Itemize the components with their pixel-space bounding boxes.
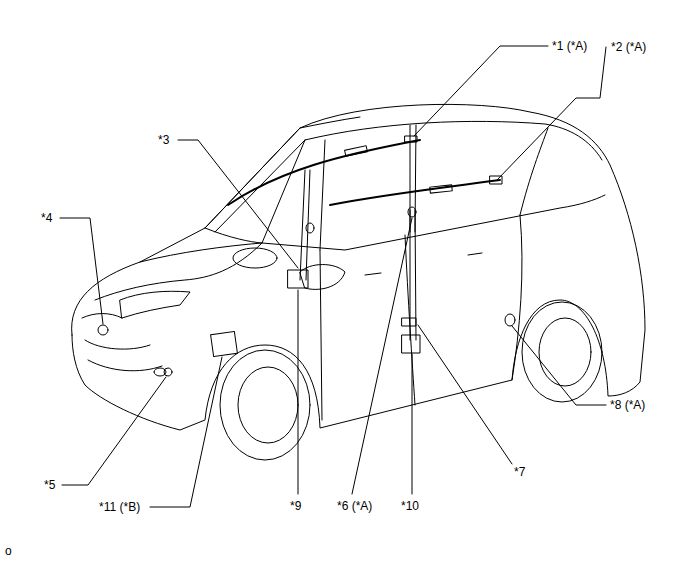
- figure-mark: o: [5, 544, 12, 558]
- callout-number: *2 (*A): [611, 40, 646, 54]
- door-line: [320, 215, 522, 420]
- leader-line: [412, 354, 413, 494]
- leader-lines: [60, 46, 606, 507]
- callout-number: *5: [44, 478, 55, 492]
- callout-number: *1 (*A): [552, 39, 587, 53]
- rear-sensor: [505, 314, 515, 326]
- belt-line: [262, 195, 605, 250]
- door-handle: [365, 253, 482, 275]
- side-sensor: [402, 318, 416, 326]
- seat-belt: [300, 170, 310, 280]
- leader-line: [62, 377, 166, 485]
- grille: [82, 314, 162, 371]
- callout-number: *11 (*B): [99, 500, 140, 514]
- seat-belt: [410, 210, 416, 340]
- callout-number: *3: [158, 133, 169, 147]
- belt-retractor: [288, 270, 308, 288]
- callout-number: *7: [514, 465, 525, 479]
- front-rim: [238, 367, 298, 443]
- car-body: [72, 104, 645, 430]
- callout-number: *8 (*A): [610, 398, 645, 412]
- inflator: [345, 146, 368, 156]
- headlight: [120, 291, 190, 318]
- leader-line: [512, 326, 606, 405]
- inflator: [405, 136, 417, 142]
- inflator: [430, 185, 453, 193]
- callout-number: *4: [41, 211, 52, 225]
- roof-line: [300, 117, 602, 160]
- callout-number: *9: [290, 499, 301, 513]
- belt-anchor: [306, 223, 314, 233]
- rear-rim: [539, 318, 591, 386]
- leader-line: [497, 47, 606, 180]
- leader-line: [298, 290, 299, 494]
- front-sensor: [98, 325, 108, 335]
- callout-number: *6 (*A): [337, 499, 372, 513]
- callout-number: *10: [401, 499, 419, 513]
- leader-line: [60, 218, 103, 324]
- leader-line: [150, 357, 222, 507]
- leader-line: [352, 218, 412, 494]
- side-window: [320, 125, 548, 250]
- curtain-airbag: [330, 180, 500, 205]
- leader-line: [178, 140, 298, 268]
- belt-anchor: [408, 207, 416, 217]
- steering-wheel: [233, 248, 277, 268]
- leader-line: [418, 325, 512, 464]
- front-wheel: [220, 350, 310, 460]
- windshield: [205, 128, 305, 243]
- leader-line: [414, 46, 548, 136]
- belt-retractor: [402, 335, 420, 353]
- airbag-ecu: [211, 331, 238, 356]
- front-sensor: [164, 368, 172, 376]
